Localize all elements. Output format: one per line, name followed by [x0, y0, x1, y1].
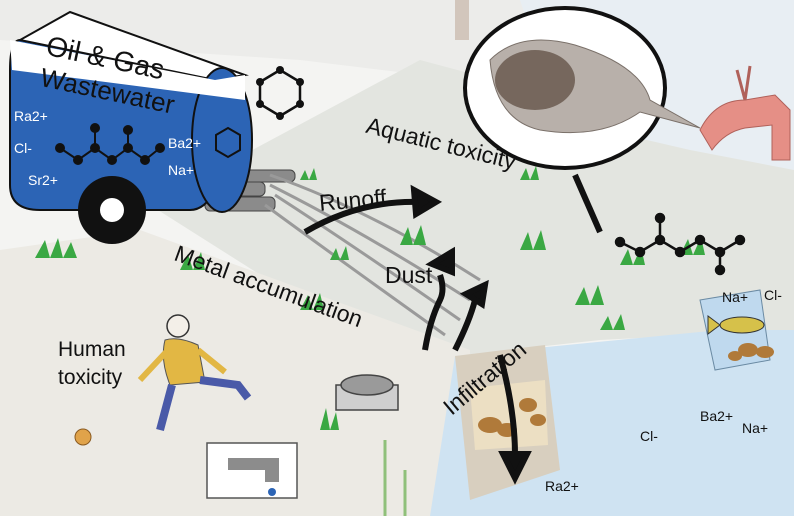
- deer-icon: [699, 65, 791, 161]
- pipeline: [383, 440, 407, 516]
- ion-sodium-water: Na+: [722, 289, 749, 305]
- ion-radium-bottom: Ra2+: [545, 478, 579, 494]
- ion-sodium-ground: Na+: [742, 420, 769, 436]
- tree-trunk: [455, 0, 469, 40]
- process-arrows: [303, 184, 532, 485]
- label-dust: Dust: [385, 262, 433, 288]
- tank-ion-strontium: Sr2+: [28, 172, 58, 188]
- foreground-ground: [0, 230, 470, 516]
- fish-icon: [707, 315, 765, 335]
- benzene-ring-icon: [256, 66, 304, 120]
- ion-chloride-ground: Cl-: [640, 428, 658, 444]
- label-human-toxicity-line1: Human: [58, 338, 126, 361]
- grass: [35, 166, 705, 430]
- ball-icon: [74, 428, 92, 446]
- hydrocarbon-molecule-icon: [614, 212, 746, 276]
- runoff-arrowhead: [410, 184, 443, 220]
- sediment-clumps: [478, 343, 774, 437]
- runoff-arrow: [303, 198, 421, 235]
- tank-ion-radium: Ra2+: [14, 108, 48, 124]
- infiltration-arrow-up: [452, 299, 478, 352]
- benzene-ring-icon: [215, 126, 241, 159]
- dust-arrow: [422, 274, 446, 351]
- infiltration-arrow-down: [497, 354, 518, 456]
- faucet-icon: [206, 442, 298, 499]
- human-figure-icon: [137, 314, 252, 432]
- infiltration-arrowhead-down: [498, 451, 532, 485]
- daphnia-magnifier: [463, 6, 701, 234]
- ion-barium-ground: Ba2+: [700, 408, 734, 424]
- label-human-toxicity-line2: toxicity: [58, 366, 123, 389]
- hydrocarbon-molecule-icon: [55, 123, 165, 165]
- well-housing-icon: [335, 374, 399, 411]
- tank-end: [191, 67, 253, 213]
- wastewater-tank-truck: [9, 10, 253, 244]
- dust-arrowhead: [425, 246, 455, 277]
- tank-ion-sodium: Na+: [168, 162, 195, 178]
- ion-chloride-water: Cl-: [764, 287, 782, 303]
- tank-ion-chloride: Cl-: [14, 140, 32, 156]
- tank-ion-barium: Ba2+: [168, 135, 202, 151]
- wheel-hub: [100, 198, 124, 222]
- infiltration-arrowhead-up: [459, 279, 489, 309]
